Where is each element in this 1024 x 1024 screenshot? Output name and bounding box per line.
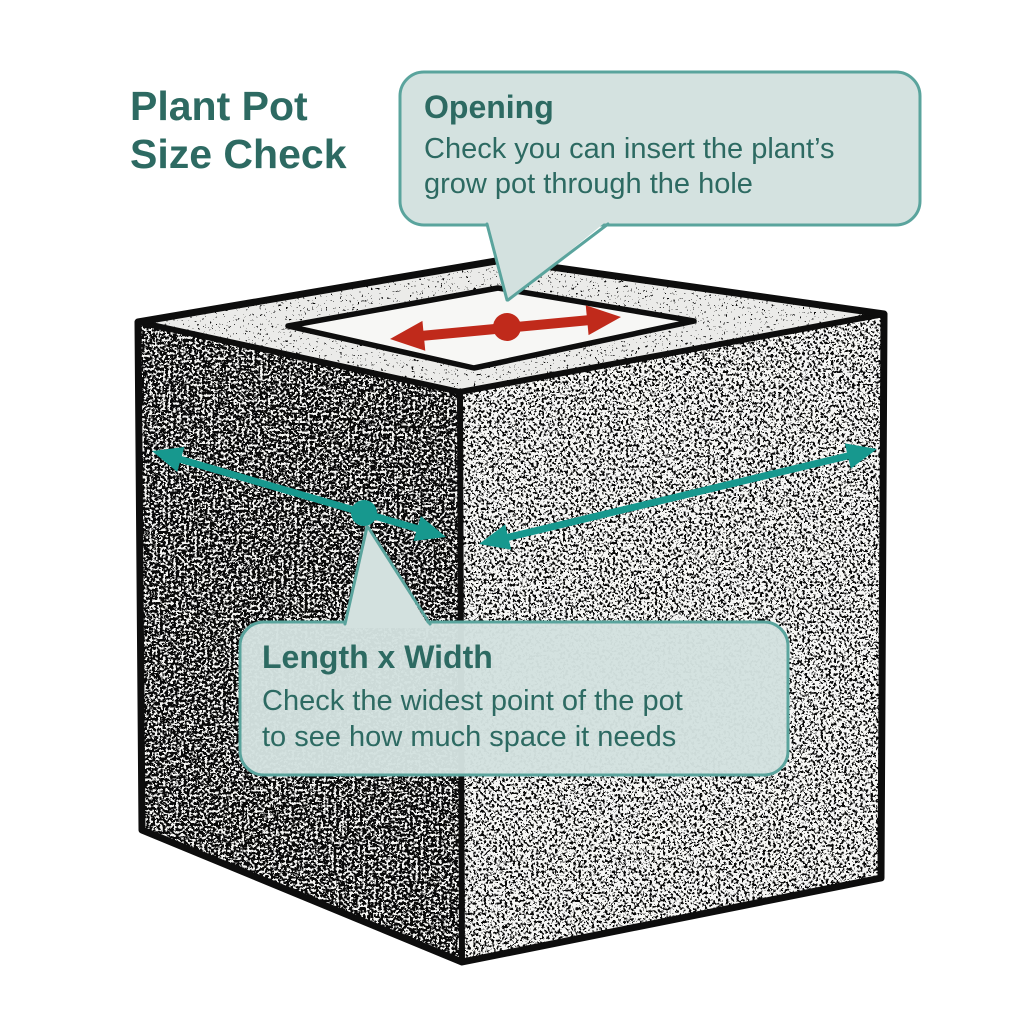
length-width-callout-tail (345, 523, 430, 628)
width-arrow (479, 443, 877, 550)
length-width-callout-tail-border (343, 525, 432, 626)
opening-center-dot-icon (493, 313, 521, 341)
length-arrow-line (168, 452, 430, 536)
length-width-callout-heading: Length x Width (262, 639, 493, 675)
opening-callout-tail (487, 220, 608, 302)
length-width-callout-box (238, 620, 790, 777)
length-arrow-head-outer (152, 446, 185, 472)
opening-arrow-head-right (585, 305, 621, 336)
page-title-line-2: Size Check (130, 131, 347, 177)
width-arrow-head-outer (844, 443, 877, 469)
length-width-callout-body-line-2: to see how much space it needs (262, 721, 676, 753)
opening-callout-body-line-1: Check you can insert the plant’s (424, 133, 835, 165)
length-width-callout: Length x Width Check the widest point of… (238, 523, 790, 777)
planter-illustration (134, 256, 888, 966)
page-title: Plant Pot Size Check (130, 83, 347, 177)
width-arrow-head-inner (479, 524, 512, 550)
width-arrow-line (496, 449, 861, 544)
opening-callout: Opening Check you can insert the plant’s… (398, 70, 922, 302)
page-title-line-1: Plant Pot (130, 83, 308, 129)
length-width-callout-body-line-1: Check the widest point of the pot (262, 685, 683, 717)
opening-callout-box (398, 70, 922, 227)
opening-callout-tail-border (485, 222, 610, 302)
opening-callout-heading: Opening (424, 89, 554, 125)
opening-arrow-head-left (390, 320, 426, 351)
measure-point-dot-icon (351, 500, 377, 526)
opening-callout-body-line-2: grow pot through the hole (424, 168, 753, 200)
length-arrow (152, 446, 446, 542)
length-arrow-head-inner (413, 516, 446, 542)
